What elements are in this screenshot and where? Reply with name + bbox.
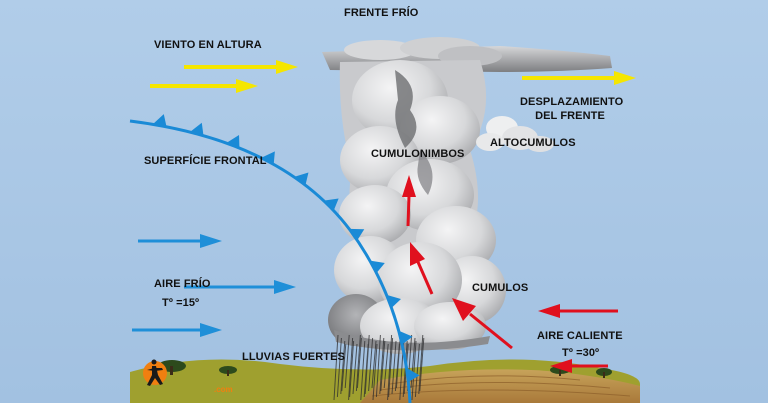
diagram-title: FRENTE FRÍO <box>344 7 419 19</box>
warm-air-arrows <box>402 175 618 373</box>
rain-streak <box>341 343 347 392</box>
wind-aloft-label: VIENTO EN ALTURA <box>154 39 262 51</box>
cloud-anvil <box>322 37 612 72</box>
frontal-surface-line <box>129 114 420 403</box>
cold-air-temperature: Tº =15º <box>162 297 200 309</box>
rain-streak <box>340 340 346 395</box>
front-triangle <box>398 330 413 345</box>
heavy-rain-label: LLUVIAS FUERTES <box>242 351 345 363</box>
altocumulus-cloud <box>476 116 554 152</box>
warm-air-arrow-rising <box>410 242 434 295</box>
wind-arrow <box>184 60 298 74</box>
front-triangle <box>261 151 275 165</box>
rain-streak <box>360 340 366 401</box>
front-triangle <box>323 198 339 211</box>
front-movement-label: DESPLAZAMIENTO DEL FRENTE <box>520 95 624 123</box>
altocumulus-label: ALTOCUMULOS <box>490 137 576 149</box>
rain-streak <box>419 337 425 392</box>
front-triangle <box>152 114 167 127</box>
logo-brand-text: .com <box>214 385 233 394</box>
wind-aloft-arrows <box>150 60 636 93</box>
rain-streak <box>414 343 420 398</box>
warm-air-label: AIRE CALIENTE <box>537 330 623 342</box>
cumulonimbus-label: CUMULONIMBOS <box>371 148 465 160</box>
front-triangle <box>369 260 385 274</box>
front-triangle <box>226 135 240 148</box>
rain-streak <box>372 343 378 401</box>
warm-air-arrow-rising <box>452 298 513 350</box>
frontal-surface-label: SUPERFÍCIE FRONTAL <box>144 155 267 167</box>
front-triangle <box>189 122 204 136</box>
ploughed-field <box>360 369 640 403</box>
rain-streak <box>391 340 397 395</box>
front-movement-label-line1: DESPLAZAMIENTO <box>520 96 624 108</box>
rain-streak <box>383 343 389 389</box>
cold-air-arrows <box>132 234 296 337</box>
rain-streak <box>348 337 354 401</box>
rain-streak <box>368 337 374 392</box>
trees <box>158 360 612 378</box>
rain-streak <box>387 334 393 401</box>
cumulus-cloud <box>328 206 506 354</box>
cold-air-arrow <box>184 280 296 294</box>
warm-air-arrow-horizontal <box>550 359 608 373</box>
front-triangle <box>349 228 365 241</box>
rain-streak <box>344 334 350 389</box>
rain-streak <box>356 337 362 389</box>
cold-air-arrow <box>132 323 222 337</box>
rain-streak <box>395 334 401 389</box>
rain-streak <box>336 337 342 398</box>
front-triangle <box>294 172 309 186</box>
rain-streak <box>379 337 385 395</box>
rain-streak <box>380 340 386 392</box>
front-movement-label-line2: DEL FRENTE <box>535 110 605 122</box>
cold-air-arrow <box>138 234 222 248</box>
rain-streak <box>418 334 424 395</box>
cold-air-label: AIRE FRÍO <box>154 278 211 290</box>
rain-streak <box>333 334 339 401</box>
cumulus-label: CUMULOS <box>472 282 529 294</box>
rain-streak <box>352 343 358 395</box>
warm-air-arrow-horizontal <box>538 304 618 318</box>
rain-streak <box>349 340 355 398</box>
warm-air-arrow-rising <box>402 175 416 227</box>
sun-person-logo-icon <box>143 359 167 386</box>
rain-streak <box>371 340 377 389</box>
front-movement-arrow <box>522 71 636 85</box>
warm-air-temperature: Tº =30º <box>562 347 600 359</box>
rain-streak <box>375 334 381 398</box>
rain-streak <box>355 334 361 392</box>
rain-streak <box>388 337 394 398</box>
rain-streak <box>411 340 417 401</box>
front-triangle <box>406 367 420 382</box>
rain-streak <box>364 334 370 395</box>
wind-arrow <box>150 79 258 93</box>
front-triangles <box>152 114 420 382</box>
front-triangle <box>386 294 402 308</box>
